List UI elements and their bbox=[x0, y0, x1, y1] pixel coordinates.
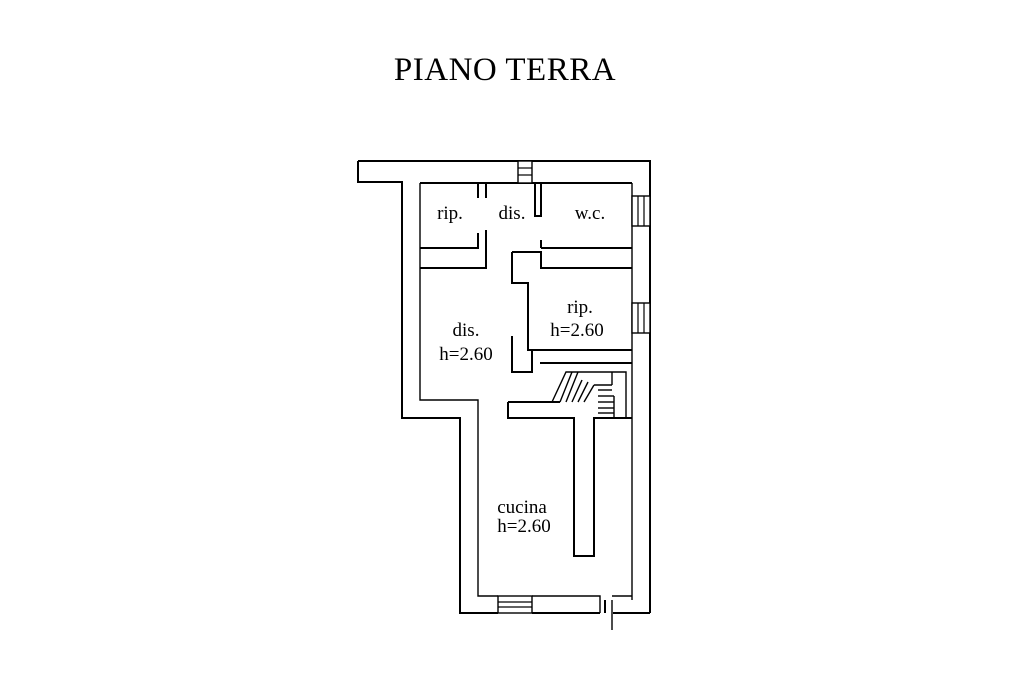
dis-wc-partition bbox=[534, 183, 542, 217]
stair-step bbox=[571, 379, 583, 403]
stair-step bbox=[559, 371, 573, 403]
staircase bbox=[551, 371, 627, 418]
room-height-cucina: h=2.60 bbox=[497, 516, 550, 537]
stair-rail bbox=[611, 372, 615, 418]
corridor-wall bbox=[512, 251, 632, 269]
room-name-dis-1: dis. bbox=[499, 203, 526, 224]
outer-wall-top-right bbox=[358, 160, 651, 613]
entrance-door bbox=[604, 600, 613, 630]
kitchen-window bbox=[497, 595, 533, 614]
stair-step bbox=[577, 381, 589, 403]
top-window bbox=[517, 160, 533, 184]
dis-left-lower bbox=[420, 230, 487, 269]
kitchen-walls bbox=[507, 401, 632, 557]
kitchen-partition bbox=[507, 402, 632, 557]
stair-step bbox=[583, 384, 595, 403]
upper-rooms-walls bbox=[420, 182, 632, 373]
stair-outline bbox=[551, 371, 627, 418]
room-name-rip-1: rip. bbox=[437, 203, 463, 224]
room-name-wc: w.c. bbox=[575, 203, 605, 224]
bottom-wall-inner bbox=[532, 595, 601, 613]
rip2-walls bbox=[511, 252, 632, 351]
rip-bottom-wall bbox=[420, 233, 479, 249]
plan-title: PIANO TERRA bbox=[393, 52, 617, 88]
room-height-dis-2: h=2.60 bbox=[439, 344, 492, 365]
wc-window bbox=[631, 195, 651, 227]
room-labels: rip. dis. w.c. rip. h=2.60 dis. h=2.60 c… bbox=[437, 203, 605, 537]
dis2-rip2-partition bbox=[511, 336, 533, 373]
rip-window bbox=[631, 302, 651, 334]
outer-wall-left bbox=[357, 161, 498, 614]
room-height-rip-2: h=2.60 bbox=[550, 320, 603, 341]
windows bbox=[497, 160, 651, 614]
room-name-dis-2: dis. bbox=[453, 320, 480, 341]
left-wall-inner bbox=[419, 183, 498, 597]
room-name-cucina: cucina bbox=[497, 497, 547, 518]
room-name-rip-2: rip. bbox=[567, 297, 593, 318]
stair-step bbox=[565, 371, 579, 403]
outer-walls bbox=[357, 160, 651, 614]
